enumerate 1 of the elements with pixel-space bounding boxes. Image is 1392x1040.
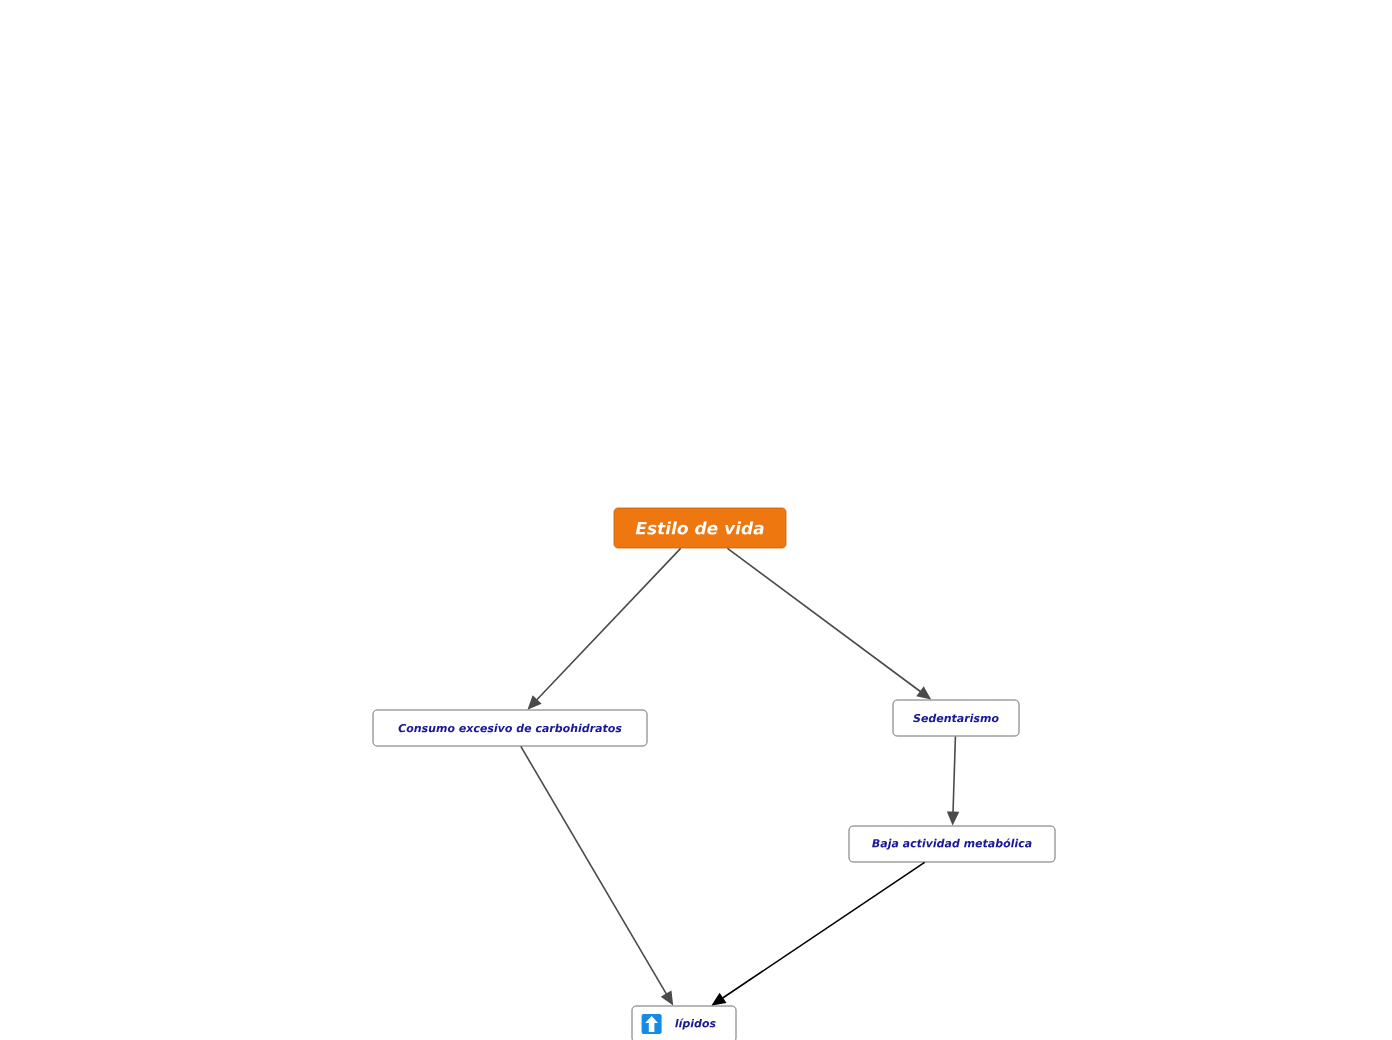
- topic-box: Estilo de vida: [613, 507, 787, 549]
